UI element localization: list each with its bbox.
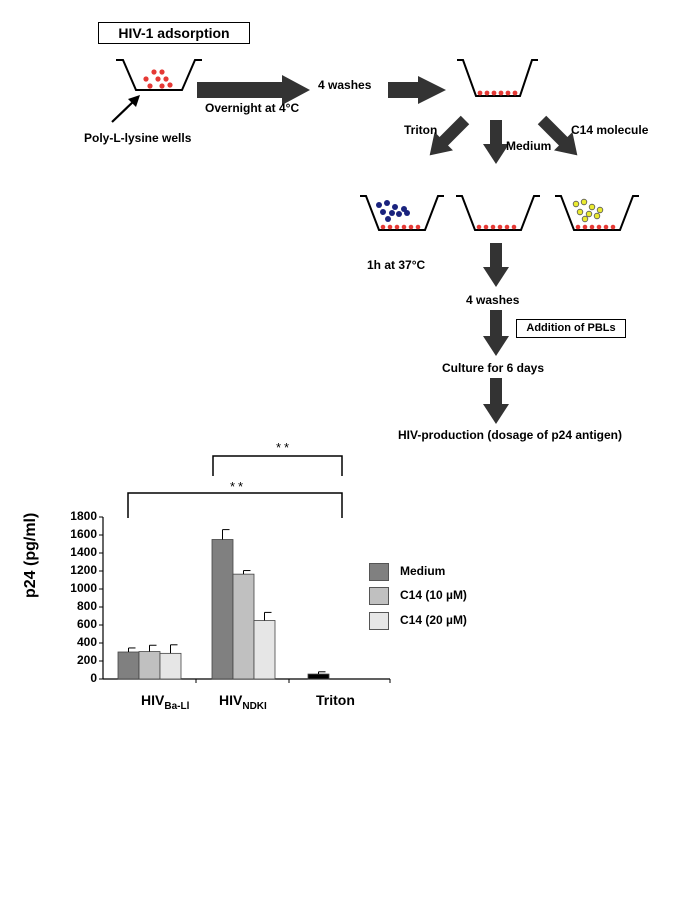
arrow-c14-branch — [537, 115, 578, 156]
legend-label-c14-10: C14 (10 µM) — [400, 588, 467, 602]
bar-hiv-ndki-series-2 — [253, 620, 276, 680]
bar-chart — [99, 516, 391, 683]
significance-label-bal: ** — [230, 479, 247, 494]
y-tick-label: 600 — [76, 617, 97, 631]
well-triton — [360, 195, 444, 231]
overnight-label: Overnight at 4°C — [205, 101, 300, 115]
arrow-down-3 — [483, 378, 509, 424]
x-category-hiv-bal: HIVBa-Ll — [141, 692, 190, 712]
medium-branch-label: Medium — [506, 139, 552, 153]
y-tick-label: 1400 — [70, 545, 97, 559]
bar-hiv-bal-series-2 — [159, 652, 182, 680]
arrow-overnight — [197, 75, 310, 105]
bar-hiv-bal-series-1 — [138, 651, 161, 680]
bar-hiv-ndki-series-1 — [232, 573, 255, 680]
legend-label-c14-20: C14 (20 µM) — [400, 613, 467, 627]
pbl-box: Addition of PBLs — [516, 319, 626, 338]
bar-hiv-bal-series-0 — [117, 651, 140, 680]
y-tick-label: 1000 — [70, 581, 97, 595]
y-tick-label: 0 — [90, 671, 97, 685]
arrow-down-1 — [483, 243, 509, 287]
legend-swatch-c14-10 — [369, 587, 389, 605]
significance-bracket-bal — [127, 492, 343, 518]
significance-label-ndki: ** — [276, 440, 293, 455]
y-tick-label: 1600 — [70, 527, 97, 541]
washes-label-2: 4 washes — [466, 293, 520, 307]
well-c14 — [555, 195, 639, 231]
washes-label-1: 4 washes — [318, 78, 372, 92]
well-medium — [456, 195, 540, 231]
y-tick-label: 400 — [76, 635, 97, 649]
legend-swatch-medium — [369, 563, 389, 581]
x-category-hiv-ndki: HIVNDKI — [219, 692, 267, 712]
well-after-washes — [457, 59, 538, 97]
significance-bracket-ndki — [212, 455, 343, 476]
culture-label: Culture for 6 days — [442, 361, 545, 375]
arrow-down-2 — [483, 310, 509, 356]
bar-hiv-ndki-series-0 — [211, 539, 234, 680]
y-axis-label: p24 (pg/ml) — [22, 512, 39, 598]
wells-pointer-arrow — [111, 95, 140, 123]
legend-label-medium: Medium — [400, 564, 446, 578]
well-initial — [116, 59, 202, 91]
c14-branch-label: C14 molecule — [571, 123, 649, 137]
arrow-medium-branch — [483, 120, 509, 164]
triton-branch-label: Triton — [404, 123, 438, 137]
y-tick-label: 800 — [76, 599, 97, 613]
incubation-label: 1h at 37°C — [367, 258, 426, 272]
x-category-triton: Triton — [316, 692, 355, 708]
y-tick-label: 200 — [76, 653, 97, 667]
title-box: HIV-1 adsorption — [98, 22, 250, 44]
wells-label: Poly-L-lysine wells — [84, 131, 192, 145]
legend-swatch-c14-20 — [369, 612, 389, 630]
arrow-triton-branch — [429, 115, 470, 156]
y-tick-label: 1200 — [70, 563, 97, 577]
production-label: HIV-production (dosage of p24 antigen) — [398, 428, 623, 442]
arrow-washes-1 — [388, 76, 446, 104]
y-tick-label: 1800 — [70, 509, 97, 523]
bar-triton-series-0 — [307, 673, 330, 680]
